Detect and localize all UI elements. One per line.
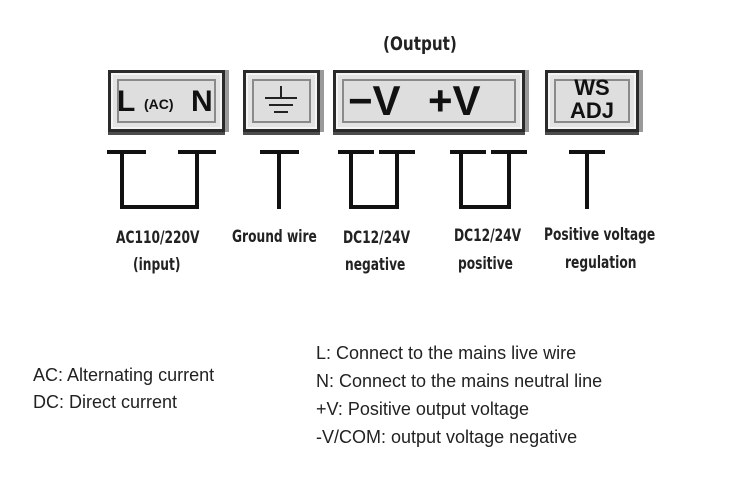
terminal-n-letter: N [191, 85, 213, 118]
label-input-line2: (input) [133, 255, 181, 275]
connector-ground [260, 150, 299, 209]
connector-adj [569, 150, 605, 209]
label-negative-line2: negative [345, 255, 406, 275]
label-ground: Ground wire [232, 227, 317, 247]
terminal-ground [243, 70, 320, 132]
connector-negative [338, 150, 415, 209]
label-positive-line2: positive [458, 254, 513, 274]
label-regulation-line1: Positive voltage [544, 225, 656, 245]
label-positive-line1: DC12/24V [454, 226, 522, 246]
terminal-ac-text: (AC) [144, 96, 174, 112]
ground-icon [265, 86, 297, 113]
legend-right: L: Connect to the mains live wire N: Con… [316, 339, 602, 451]
legend-dc: DC: Direct current [33, 392, 178, 412]
legend-ac: AC: Alternating current [33, 365, 215, 385]
legend-l: L: Connect to the mains live wire [316, 343, 577, 363]
label-negative-line1: DC12/24V [343, 228, 411, 248]
terminal-l-letter: L [117, 85, 136, 118]
terminal-l-ac-n: L (AC) N [108, 70, 225, 132]
terminal-dc-output: −V +V [333, 70, 525, 132]
output-heading: (Output) [383, 33, 457, 55]
connector-lacn [107, 150, 216, 209]
label-input-line1: AC110/220V [116, 228, 200, 248]
terminal-positive-text: +V [428, 77, 481, 124]
terminal-ws-text: WS [574, 75, 610, 100]
connector-positive [450, 150, 527, 209]
terminal-ws-adj: WS ADJ [545, 70, 639, 132]
terminal-negative-text: −V [348, 77, 401, 124]
legend-positive-v: +V: Positive output voltage [316, 399, 529, 419]
legend-negative-v: -V/COM: output voltage negative [316, 427, 578, 447]
terminal-adj-text: ADJ [569, 98, 614, 123]
legend-left: AC: Alternating current DC: Direct curre… [33, 362, 214, 416]
legend-n: N: Connect to the mains neutral line [316, 371, 603, 391]
label-regulation-line2: regulation [565, 253, 637, 273]
